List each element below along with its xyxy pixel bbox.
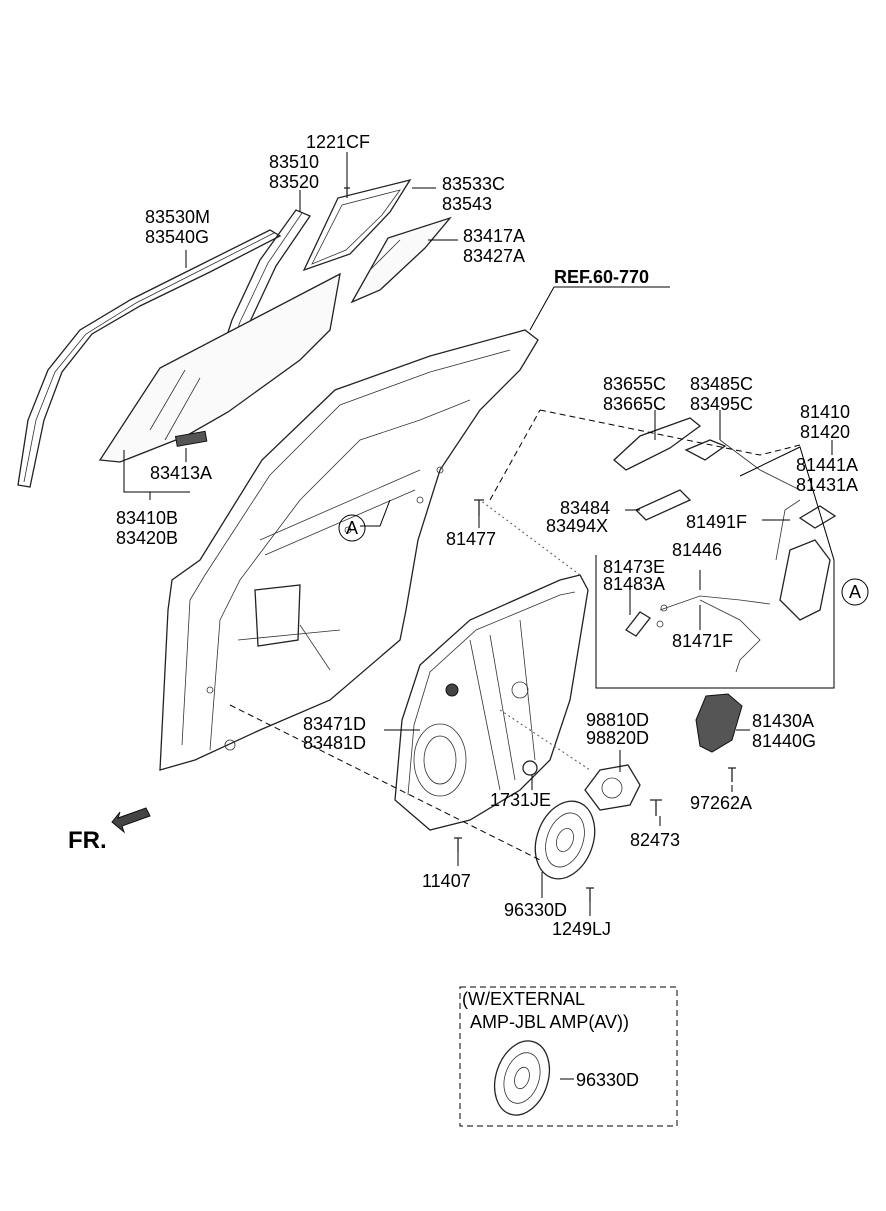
label-83471D: 83471D <box>303 714 366 734</box>
label-81471F: 81471F <box>672 631 733 651</box>
latch-group-box <box>595 446 835 689</box>
label-83530M: 83530M <box>145 207 210 227</box>
label-81420: 81420 <box>800 422 850 442</box>
callout-a-right: A <box>849 582 861 602</box>
door-latch-assembly <box>625 499 837 673</box>
label-81483A: 81483A <box>603 574 665 594</box>
reference-lines <box>229 409 801 861</box>
label-83495C: 83495C <box>690 394 753 414</box>
label-83417A: 83417A <box>463 226 525 246</box>
callout-a-circle-left <box>338 514 366 542</box>
label-98810D: 98810D <box>586 710 649 730</box>
note-label-96330D: 96330D <box>576 1070 639 1090</box>
label-1731JE: 1731JE <box>490 790 551 810</box>
label-83665C: 83665C <box>603 394 666 414</box>
inside-handle-assembly <box>613 417 801 521</box>
label-83543: 83543 <box>442 194 492 214</box>
label-83413A: 83413A <box>150 463 212 483</box>
window-motor <box>584 764 641 811</box>
label-96330D: 96330D <box>504 900 567 920</box>
label-82473: 82473 <box>630 830 680 850</box>
label-81431A: 81431A <box>796 475 858 495</box>
external-amp-note-box <box>459 986 678 1127</box>
label-97262A: 97262A <box>690 793 752 813</box>
note-line-1: (W/EXTERNAL <box>462 989 585 1009</box>
label-83540G: 83540G <box>145 227 209 247</box>
quarter-glass-sash <box>302 178 412 272</box>
glass-run-channel <box>17 229 282 488</box>
external-amp-speaker <box>493 1040 551 1116</box>
door-window-glass <box>98 272 341 463</box>
label-81491F: 81491F <box>686 512 747 532</box>
label-81440G: 81440G <box>752 731 816 751</box>
quarter-glass <box>350 216 452 304</box>
label-81410: 81410 <box>800 402 850 422</box>
label-83481D: 83481D <box>303 733 366 753</box>
label-83485C: 83485C <box>690 374 753 394</box>
label-83410B: 83410B <box>116 508 178 528</box>
label-83420B: 83420B <box>116 528 178 548</box>
label-11407: 11407 <box>422 871 471 891</box>
label-83655C: 83655C <box>603 374 666 394</box>
label-83533C: 83533C <box>442 174 505 194</box>
door-speaker <box>534 800 596 880</box>
label-81430A: 81430A <box>752 711 814 731</box>
label-83520: 83520 <box>269 172 319 192</box>
fasteners <box>344 187 736 902</box>
grommet <box>522 760 538 776</box>
callout-a-circle-right <box>841 578 869 606</box>
label-83494X: 83494X <box>546 516 608 536</box>
label-81446: 81446 <box>672 540 722 560</box>
label-83510: 83510 <box>269 152 319 172</box>
label-81473E: 81473E <box>603 557 665 577</box>
front-label: FR. <box>68 827 107 854</box>
door-lock-actuator <box>695 693 743 753</box>
door-module-panel <box>394 574 589 831</box>
callout-a-left: A <box>346 518 358 538</box>
label-98820D: 98820D <box>586 728 649 748</box>
label-ref: REF.60-770 <box>554 267 649 287</box>
label-83484: 83484 <box>560 498 610 518</box>
note-line-2: AMP-JBL AMP(AV)) <box>470 1012 629 1032</box>
front-direction-arrow <box>111 807 151 834</box>
label-81477: 81477 <box>446 529 496 549</box>
label-83427A: 83427A <box>463 246 525 266</box>
label-1249LJ: 1249LJ <box>552 919 611 939</box>
leader-lines <box>123 152 833 1080</box>
label-1221CF: 1221CF <box>306 132 370 152</box>
label-81441A: 81441A <box>796 455 858 475</box>
